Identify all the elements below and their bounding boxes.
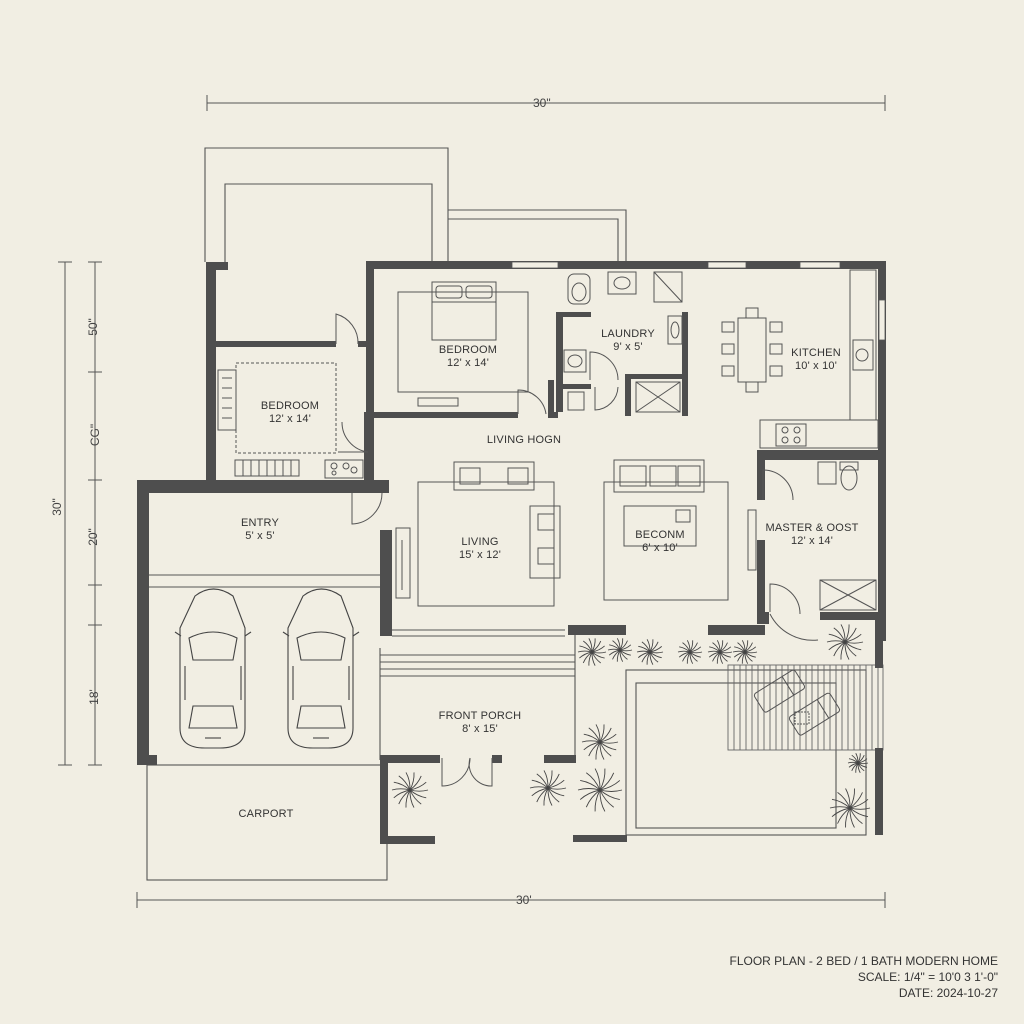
plan-date: DATE: 2024-10-27 (898, 986, 998, 1000)
doors (335, 313, 819, 787)
room-size: 12' x 14' (446, 357, 490, 369)
dimension-left-segment-3: 20" (85, 528, 100, 546)
furniture (217, 269, 879, 736)
room-size: 12' x 14' (790, 535, 834, 547)
dimension-left-segment-1: 50" (85, 318, 100, 336)
room-name: FRONT PORCH (438, 710, 522, 722)
plant-shrub (732, 640, 758, 664)
room-label-bedroom-upper: BEDROOM 12' x 14' (439, 344, 497, 370)
plant-shrub (607, 638, 633, 662)
plant-shrub (577, 768, 623, 812)
plant-shrub (636, 639, 664, 665)
plant-shrub (677, 640, 703, 664)
plant-shrub (829, 788, 871, 828)
room-name: LAUNDRY (601, 328, 655, 340)
plant-shrub (707, 640, 733, 664)
room-size: 5' x 5' (245, 530, 275, 542)
dimension-bottom: 30' (516, 893, 532, 907)
room-name: BEDROOM (438, 344, 498, 356)
room-size: 12' x 14' (268, 413, 312, 425)
room-name: LIVING HOGN (486, 434, 562, 446)
room-name: BEDROOM (260, 400, 320, 412)
plan-title: FLOOR PLAN - 2 BED / 1 BATH MODERN HOME (729, 954, 999, 968)
room-size: 8' x 15' (462, 723, 498, 735)
cars (174, 588, 360, 749)
thin-outlines (146, 147, 867, 881)
dimension-left-segment-2: CG" (88, 423, 103, 447)
room-label-laundry: LAUNDRY 9' x 5' (601, 328, 655, 354)
room-label-entry: ENTRY 5' x 5' (241, 517, 279, 543)
plant-shrub (577, 638, 607, 666)
room-size: 6' x 10' (642, 542, 678, 554)
plant-shrub (581, 724, 619, 760)
room-label-bedroom-left: BEDROOM 12' x 14' (261, 400, 319, 426)
deck (727, 664, 884, 751)
room-label-living-hall: LIVING HOGN (487, 434, 561, 447)
plant-shrub (826, 624, 864, 660)
room-label-front-porch: FRONT PORCH 8' x 15' (439, 710, 522, 736)
dimension-top: 30" (533, 96, 551, 110)
room-name: LIVING (461, 536, 499, 548)
plant-shrub (391, 772, 429, 808)
room-name: BECONM (635, 529, 685, 541)
room-name: ENTRY (240, 517, 280, 529)
room-label-master: MASTER & OOST 12' x 14' (765, 522, 858, 548)
room-name: MASTER & OOST (765, 522, 859, 534)
room-size: 9' x 5' (613, 341, 643, 353)
room-label-carport: CARPORT (239, 808, 294, 821)
walls (137, 261, 886, 844)
room-size: 15' x 12' (458, 549, 502, 561)
room-label-kitchen: KITCHEN 10' x 10' (791, 347, 841, 373)
plants (391, 624, 871, 828)
title-block: FLOOR PLAN - 2 BED / 1 BATH MODERN HOME … (730, 953, 999, 1001)
room-label-living: LIVING 15' x 12' (459, 536, 501, 562)
windows (511, 261, 886, 341)
dimension-left-segment-4: 18' (86, 689, 101, 705)
dimension-lines (58, 95, 886, 908)
room-label-beconm: BECONM 6' x 10' (635, 529, 684, 555)
room-name: KITCHEN (791, 347, 841, 359)
plant-shrub (529, 770, 567, 806)
plant-shrub (847, 753, 869, 773)
plan-scale: SCALE: 1/4" = 10'0 3 1'-0" (857, 970, 998, 984)
room-name: CARPORT (238, 808, 294, 820)
room-size: 10' x 10' (794, 360, 838, 372)
dimension-left-overall: 30" (49, 498, 64, 516)
